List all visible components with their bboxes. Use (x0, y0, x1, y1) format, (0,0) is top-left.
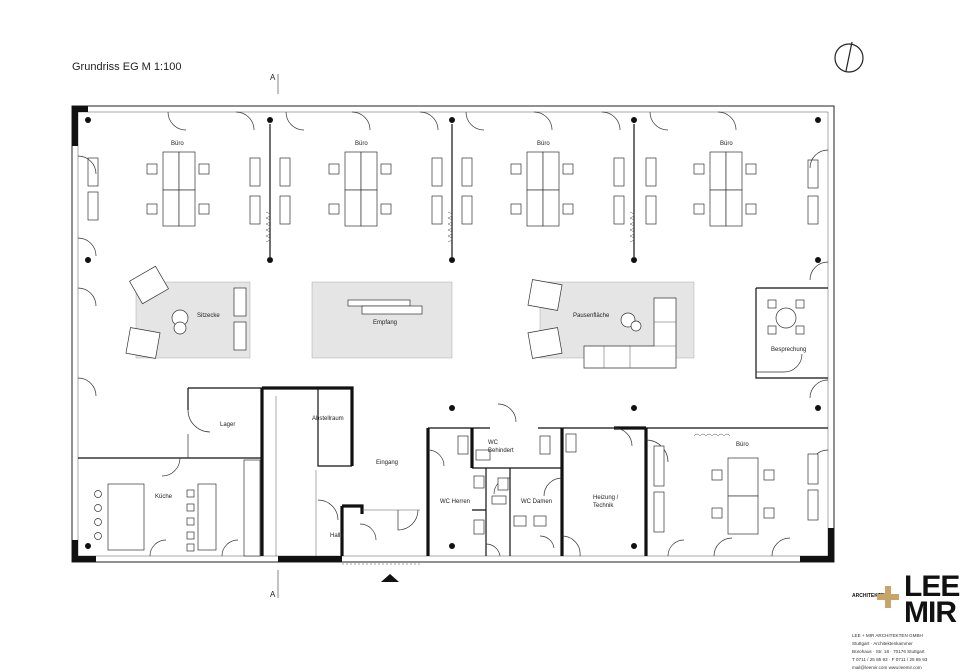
room-label-wc-damen: WC Damen (521, 499, 552, 505)
desk-cluster (693, 151, 757, 227)
room-label-behindert: Behindert (488, 448, 514, 454)
zone-empfang (311, 281, 453, 359)
room-label-kueche: Küche (155, 494, 173, 500)
room-label-abstellraum: Abstellraum (312, 416, 344, 422)
footer-line-3: Bürohaus · Str. 18 · 70176 Stuttgart (852, 649, 925, 654)
footer-line-5: mail@leemir.com www.leemir.com (852, 665, 922, 670)
room-labels: Büro Büro Büro Büro Sitzecke Empfang Pau… (155, 141, 806, 539)
room-label-lager: Lager (220, 422, 235, 428)
kueche-furniture (94, 459, 261, 557)
room-label-buero-2: Büro (355, 141, 368, 147)
room-label-eingang: Eingang (376, 460, 398, 466)
room-label-wc-behindert: WC (488, 440, 499, 446)
logo-plus-horizontal (877, 594, 899, 600)
logo-small-text: ARCHITEKTEN (852, 593, 888, 599)
besprechung-room (755, 287, 828, 379)
room-label-heizung: Heizung / (593, 495, 619, 501)
desk-cluster (510, 151, 574, 227)
room-label-buero-1: Büro (171, 141, 184, 147)
logo-line-2: MIR (904, 596, 957, 629)
partition-screens (265, 124, 635, 258)
room-label-besprechung: Besprechung (771, 347, 806, 353)
desk-cluster (328, 151, 392, 227)
room-label-buero-4: Büro (720, 141, 733, 147)
footer-line-2: Stuttgart · Architektenkammer (852, 641, 913, 646)
north-arrow-icon (834, 41, 864, 73)
outer-walls (71, 105, 835, 563)
entrance-triangle-icon (381, 574, 399, 582)
section-marker-bottom: A (270, 570, 279, 599)
room-label-technik: Technik (593, 503, 614, 509)
columns (85, 117, 821, 549)
room-label-halle: Halle (330, 533, 344, 539)
section-marker-top: A (270, 73, 279, 94)
right-office-furniture (653, 445, 819, 557)
footer-line-4: T 0711 / 25 85 93 · F 0711 / 25 85 93 (852, 657, 928, 662)
room-label-sitzecke: Sitzecke (197, 313, 220, 319)
top-facade-doors (167, 111, 737, 131)
plan-title: Grundriss EG M 1:100 (72, 61, 181, 73)
logo-line-1: LEE (904, 570, 959, 603)
architect-logo: ARCHITEKTEN LEE MIR (852, 570, 960, 629)
pausen-furniture (527, 279, 677, 369)
room-label-pausenflaeche: Pausenfläche (573, 313, 610, 319)
svg-text:A: A (270, 73, 276, 82)
footer-address: LEE + MIR ARCHITEKTEN GMBH Stuttgart · A… (852, 633, 928, 670)
desk-cluster (146, 151, 210, 227)
room-label-empfang: Empfang (373, 320, 397, 326)
interior-walls (78, 386, 828, 565)
room-label-buero-3: Büro (537, 141, 550, 147)
office-desks (146, 151, 757, 227)
empfang-counter (347, 299, 423, 315)
shelves (87, 157, 819, 225)
room-label-wc-herren: WC Herren (440, 499, 470, 505)
room-label-buero-5: Büro (736, 442, 749, 448)
sitzecke-furniture (125, 265, 247, 359)
sanitary-fixtures (457, 433, 577, 535)
footer-line-1: LEE + MIR ARCHITEKTEN GMBH (852, 633, 923, 638)
svg-text:A: A (270, 590, 276, 599)
